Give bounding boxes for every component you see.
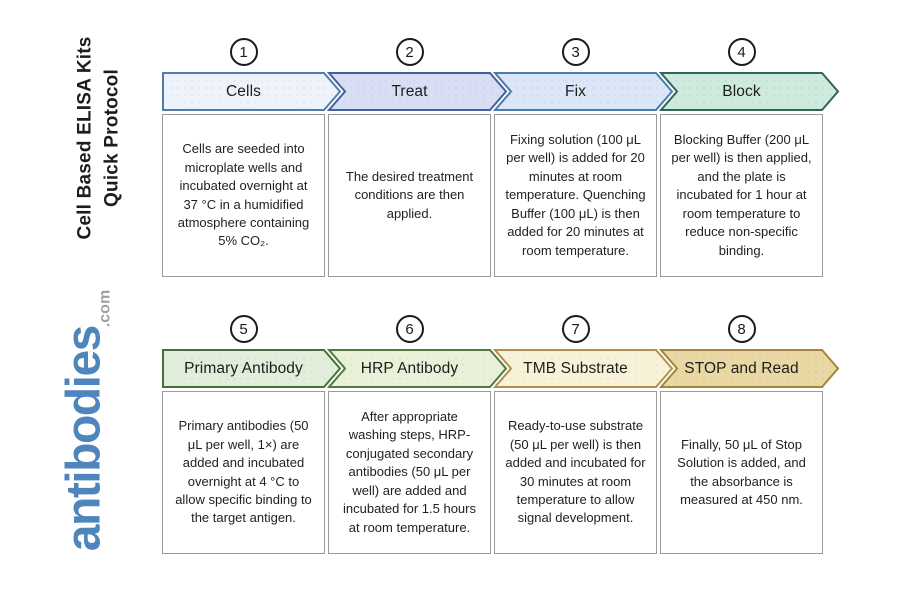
- step-number-badge: 7: [561, 315, 590, 343]
- step-label: Treat: [391, 82, 428, 100]
- page-title-line2: Quick Protocol: [101, 69, 122, 207]
- step-label: Primary Antibody: [184, 359, 303, 377]
- step-description-box: Finally, 50 μL of Stop Solution is added…: [660, 391, 823, 554]
- step-arrow-banner: [492, 349, 674, 388]
- step-description-box: The desired treatment conditions are the…: [328, 114, 491, 277]
- step-number-badge: 8: [727, 315, 756, 343]
- logo-domain-suffix: .com: [96, 289, 114, 328]
- step-description: Blocking Buffer (200 μL per well) is the…: [671, 131, 812, 258]
- step-label: Cells: [226, 82, 261, 100]
- antibodies-logo: antibodies.com: [57, 289, 114, 552]
- step-arrow-banner: [326, 72, 508, 111]
- step-description: Fixing solution (100 μL per well) is add…: [505, 131, 646, 258]
- step-label: Fix: [565, 82, 586, 100]
- step-description: Cells are seeded into microplate wells a…: [177, 141, 310, 249]
- step-description-box: Primary antibodies (50 μL per well, 1×) …: [162, 391, 325, 554]
- step-label: TMB Substrate: [523, 359, 628, 377]
- step-number-badge: 5: [229, 315, 258, 343]
- step-number-badge: 1: [229, 38, 258, 66]
- step-description-box: Blocking Buffer (200 μL per well) is the…: [660, 114, 823, 277]
- step-number: 3: [571, 43, 580, 61]
- step-arrow-banner: [162, 72, 342, 111]
- step-number-badge: 4: [727, 38, 756, 66]
- step-description: Primary antibodies (50 μL per well, 1×) …: [175, 418, 312, 526]
- step-number-badge: 6: [395, 315, 424, 343]
- step-number-badge: 2: [395, 38, 424, 66]
- step-number-badge: 3: [561, 38, 590, 66]
- step-description-box: Fixing solution (100 μL per well) is add…: [494, 114, 657, 277]
- step-description: Ready-to-use substrate (50 μL per well) …: [505, 418, 646, 526]
- step-description-box: Cells are seeded into microplate wells a…: [162, 114, 325, 277]
- step-number: 6: [405, 320, 414, 338]
- step-label: Block: [722, 82, 761, 100]
- step-arrow-banner: [492, 72, 674, 111]
- step-arrow-banner: [658, 349, 840, 388]
- step-description: The desired treatment conditions are the…: [345, 168, 474, 221]
- step-label: STOP and Read: [684, 359, 799, 377]
- step-label: HRP Antibody: [360, 359, 459, 377]
- step-description-box: Ready-to-use substrate (50 μL per well) …: [494, 391, 657, 554]
- step-number: 2: [405, 43, 414, 61]
- step-number: 7: [571, 320, 580, 338]
- step-description: Finally, 50 μL of Stop Solution is added…: [677, 436, 806, 507]
- step-description: After appropriate washing steps, HRP-con…: [343, 408, 476, 535]
- step-number: 8: [737, 320, 746, 338]
- page-title: Cell Based ELISA Kits Quick Protocol: [72, 36, 125, 239]
- step-arrow-banner: [162, 349, 342, 388]
- logo-wordmark: antibodies: [57, 326, 111, 552]
- page-title-line1: Cell Based ELISA Kits: [74, 36, 96, 240]
- step-number: 5: [239, 320, 248, 338]
- step-description-box: After appropriate washing steps, HRP-con…: [328, 391, 491, 554]
- step-number: 4: [737, 43, 746, 61]
- step-number: 1: [239, 43, 248, 61]
- step-arrow-banner: [658, 72, 840, 111]
- step-arrow-banner: [326, 349, 508, 388]
